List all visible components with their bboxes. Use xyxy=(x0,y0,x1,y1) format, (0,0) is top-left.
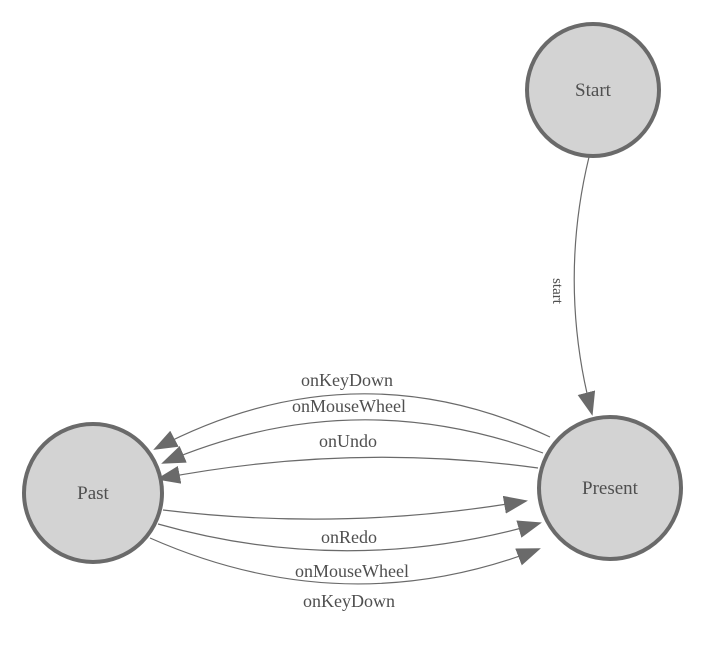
state-node-present-label: Present xyxy=(582,478,639,499)
edge-label-onredo: onRedo xyxy=(321,527,377,547)
edge-present-to-past-onkeydown xyxy=(153,393,551,450)
node-layer: Start Present Past xyxy=(22,22,683,564)
edge-layer xyxy=(149,156,596,585)
edge-present-to-past-onmousewheel xyxy=(161,419,544,464)
state-node-present-circle[interactable] xyxy=(537,415,683,561)
state-node-past-label: Past xyxy=(77,483,109,504)
edge-past-to-present-onkeydown xyxy=(149,537,541,585)
edge-present-to-past-onundo xyxy=(156,456,539,484)
edge-start-to-present xyxy=(573,156,596,416)
state-node-start-label: Start xyxy=(575,80,612,101)
state-node-present[interactable]: Present xyxy=(537,415,683,561)
edge-label-onkeydown-bottom: onKeyDown xyxy=(303,591,395,611)
edge-past-to-present-onredo xyxy=(162,495,528,520)
edge-label-onmousewheel-top: onMouseWheel xyxy=(292,396,406,416)
state-node-start[interactable]: Start xyxy=(525,22,661,158)
state-node-past[interactable]: Past xyxy=(22,422,164,564)
edge-past-to-present-onmousewheel xyxy=(157,520,542,552)
state-node-start-circle[interactable] xyxy=(525,22,661,158)
state-node-past-circle[interactable] xyxy=(22,422,164,564)
edge-label-layer: start onKeyDown onMouseWheel onUndo onRe… xyxy=(292,278,565,611)
edge-label-onmousewheel-bottom: onMouseWheel xyxy=(295,561,409,581)
edge-label-onkeydown-top: onKeyDown xyxy=(301,370,393,390)
edge-label-start: start xyxy=(549,278,565,305)
edge-label-onundo: onUndo xyxy=(319,431,377,451)
